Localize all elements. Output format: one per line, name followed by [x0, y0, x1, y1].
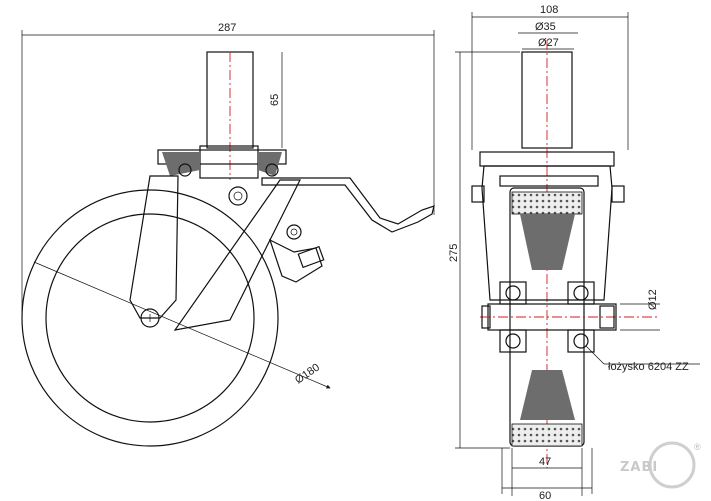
dim-width-total: 287 — [218, 22, 236, 34]
brake-lever — [261, 177, 435, 233]
brake-pedal — [268, 238, 323, 283]
wheel-inner — [45, 213, 255, 423]
dim-tread-width: 47 — [539, 456, 551, 468]
pivot-bolt — [228, 186, 248, 206]
axle-hub — [140, 308, 160, 328]
dim-stem-outer: Ø35 — [535, 21, 556, 33]
wheel-outer — [21, 189, 279, 447]
logo-registered-mark: ® — [694, 442, 701, 452]
logo-text: ZABI — [620, 460, 658, 475]
fork-right — [173, 179, 301, 331]
dim-stem-height: 65 — [269, 94, 281, 106]
zabi-logo: ZABI ® — [620, 441, 701, 489]
swivel-plate — [157, 149, 287, 165]
dim-axle: Ø12 — [647, 289, 659, 310]
side-fork — [481, 165, 613, 301]
dim-line-wheel — [33, 261, 331, 389]
dim-base-width: 60 — [539, 490, 551, 501]
side-view: 108 Ø35 Ø27 275 — [448, 4, 700, 501]
bearing-label: łożysko 6204 ZZ — [608, 361, 689, 373]
tread-top — [511, 191, 583, 215]
front-view: 287 65 Ø180 — [21, 22, 435, 447]
tread-bottom — [511, 423, 583, 447]
dim-side-width: 108 — [540, 4, 558, 16]
fork-left — [129, 175, 179, 319]
dim-total-height: 275 — [448, 244, 460, 262]
dim-stem-inner: Ø27 — [538, 37, 559, 49]
